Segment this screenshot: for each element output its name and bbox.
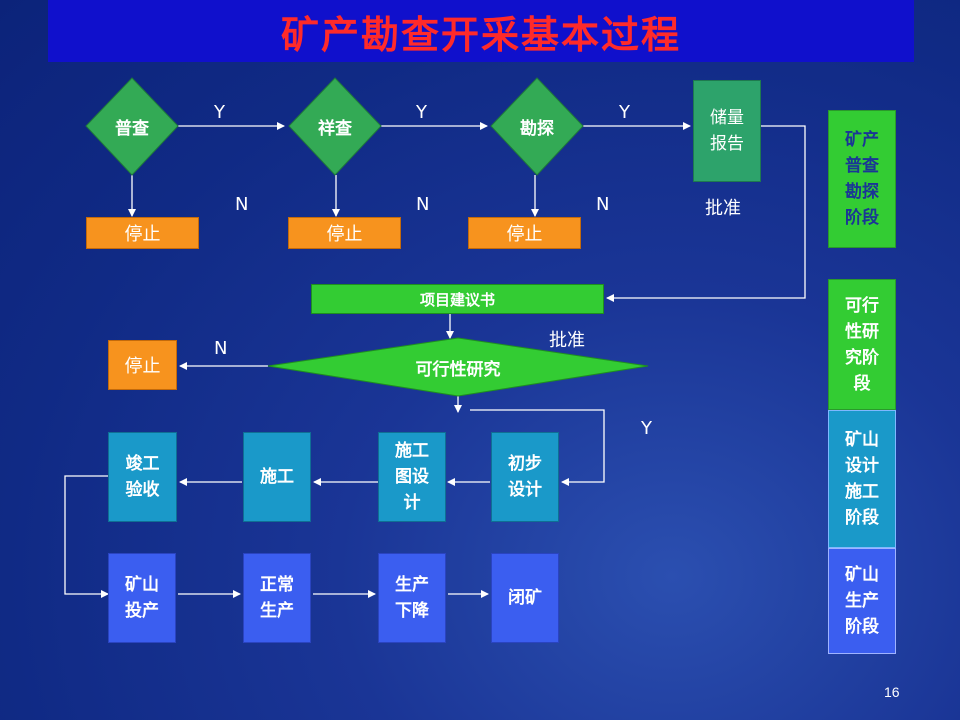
decision-diamond-exploration (490, 77, 584, 176)
preliminary-design-box: 初步 设计 (491, 432, 559, 522)
decision-diamond-survey (85, 77, 179, 176)
yes-label-3: Y (619, 102, 630, 123)
decision-label-survey: 普查 (115, 118, 149, 139)
reserve-report-box: 储量 报告 (693, 80, 761, 182)
feasibility-diamond (267, 337, 649, 397)
title-bar: 矿产勘查开采基本过程 (48, 0, 914, 62)
normal-production-box: 正常 生产 (243, 553, 311, 643)
completion-acceptance-box: 竣工 验收 (108, 432, 177, 522)
project-proposal-box: 项目建议书 (311, 284, 604, 314)
stop-box-2: 停止 (288, 217, 401, 249)
yes-label-feasibility: Y (641, 418, 652, 439)
decision-diamond-detailed (288, 77, 382, 176)
stop-box-3: 停止 (468, 217, 581, 249)
no-label-feasibility: N (214, 338, 228, 359)
stop-box-feasibility: 停止 (108, 340, 177, 390)
stage-production: 矿山 生产 阶段 (828, 548, 896, 654)
mine-closure-box: 闭矿 (491, 553, 559, 643)
construction-box: 施工 (243, 432, 311, 522)
page-number: 16 (884, 684, 900, 700)
feasibility-study-label: 可行性研究 (415, 359, 501, 380)
stop-box-1: 停止 (86, 217, 199, 249)
production-decline-box: 生产 下降 (378, 553, 446, 643)
decision-label-detailed: 祥查 (318, 118, 352, 139)
stage-design-construction: 矿山 设计 施工 阶段 (828, 410, 896, 548)
stage-exploration: 矿产 普查 勘探 阶段 (828, 110, 896, 248)
approve-label-report: 批准 (705, 198, 741, 219)
no-label-1: N (235, 194, 249, 215)
no-label-2: N (416, 194, 430, 215)
no-label-3: N (596, 194, 610, 215)
construction-drawing-box: 施工 图设 计 (378, 432, 446, 522)
approve-label-proposal: 批准 (549, 330, 585, 351)
stage-feasibility: 可行 性研 究阶 段 (828, 279, 896, 410)
mine-commissioning-box: 矿山 投产 (108, 553, 176, 643)
decision-label-exploration: 勘探 (520, 118, 554, 139)
page-title: 矿产勘查开采基本过程 (280, 11, 681, 57)
yes-label-1: Y (214, 102, 225, 123)
yes-label-2: Y (416, 102, 427, 123)
